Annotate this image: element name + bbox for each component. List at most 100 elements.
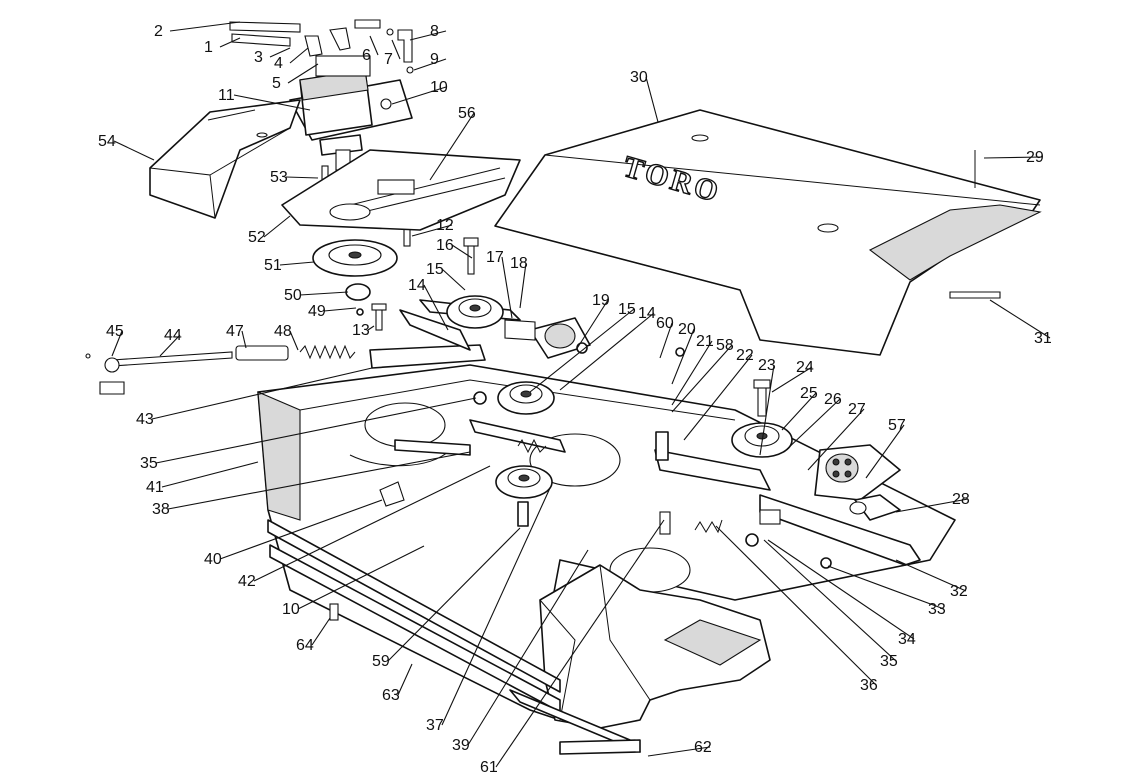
pulleys [446,295,793,499]
callout-number: 38 [152,501,170,518]
callout-number: 50 [284,287,302,304]
callout-number: 64 [296,637,314,654]
callout-number: 2 [154,23,163,40]
leader-line [279,261,315,266]
leader-line [161,461,259,488]
leader-line [759,364,775,456]
leader-line [429,112,475,181]
leader-line [297,545,425,610]
callout-leaders [111,21,1051,768]
leader-line [219,499,383,560]
callout-number: 47 [226,323,244,340]
leader-line [391,86,447,105]
callout-number: 34 [898,631,916,648]
callout-number: 42 [238,573,256,590]
callout-number: 37 [426,717,444,734]
leader-line [659,322,673,359]
leader-line [287,63,319,84]
leader-line [467,549,589,746]
callout-number: 13 [352,322,370,339]
callout-number: 41 [146,479,164,496]
gearbox-assembly [229,19,414,171]
callout-number: 62 [694,739,712,756]
callout-number: 7 [384,51,393,68]
leader-line [299,291,349,296]
leader-line [989,299,1051,339]
leader-line [367,325,375,331]
leader-line [167,451,471,510]
leader-line [151,367,373,420]
callout-number: 48 [274,323,292,340]
leader-line [559,312,655,391]
leader-line [387,527,521,662]
leader-line [895,559,967,592]
leader-line [311,617,331,646]
leader-line [269,47,291,58]
callout-number: 29 [1026,149,1044,166]
leader-line [323,307,357,312]
callout-number: 40 [204,551,222,568]
leader-line [159,334,181,357]
leader-line [827,565,945,610]
callout-number: 28 [952,491,970,508]
callout-number: 43 [136,411,154,428]
leader-line [501,256,513,319]
callout-number: 61 [480,759,498,776]
callout-number: 3 [254,49,263,66]
leader-line [423,284,449,331]
hardware [321,165,832,621]
leader-line [411,224,453,237]
callout-number: 10 [430,79,448,96]
callout-number: 60 [656,315,674,332]
mounting-plate [281,149,521,301]
leader-line [683,354,753,441]
leader-line [495,519,665,768]
leader-line [575,299,609,351]
callout-number: 4 [274,55,283,72]
callout-number: 27 [848,401,866,418]
leader-line [409,30,447,41]
leader-line [807,408,865,471]
callout-number: 8 [430,23,439,40]
leader-line [529,308,635,393]
tension-rod [85,351,233,395]
leader-line [451,244,473,259]
callout-number: 18 [510,255,528,272]
leader-line [113,140,155,161]
leader-line [767,539,915,640]
callout-number: 22 [736,347,754,364]
leader-line [983,156,1043,159]
leader-line [895,498,969,513]
belt-cover-left [149,99,301,219]
callout-number: 39 [452,737,470,754]
leader-line [289,330,299,351]
leader-line [413,58,447,71]
callout-number: 51 [264,257,282,274]
leader-line [519,262,527,309]
leader-line [369,35,379,56]
callout-number: 24 [796,359,814,376]
callout-number: 12 [436,217,454,234]
callout-number: 14 [408,277,426,294]
leader-line [763,539,897,662]
callout-number: 35 [880,653,898,670]
callout-number: 9 [430,51,439,68]
leader-line [771,366,813,393]
callout-number: 23 [758,357,776,374]
springs [235,344,723,534]
callout-number: 56 [458,105,476,122]
callout-number: 5 [272,75,281,92]
leader-line [715,525,877,686]
leader-line [647,746,711,757]
callout-number: 17 [486,249,504,266]
callout-number: 21 [696,333,714,350]
deck-top-cover: TORO [494,109,1042,356]
leader-line [397,663,413,696]
leader-line [263,215,291,238]
callout-number: 25 [800,385,818,402]
callout-number: 45 [106,323,124,340]
leader-line [233,94,311,111]
callout-number: 1 [204,39,213,56]
callout-number: 19 [592,292,610,309]
